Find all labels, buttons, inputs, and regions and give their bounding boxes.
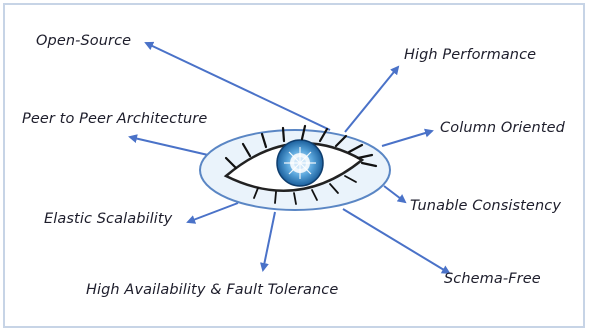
- arrow-high-availability: [260, 211, 276, 272]
- arrow-tunable-consistency: [383, 185, 407, 204]
- eye-icon: [199, 124, 391, 211]
- label-peer-to-peer: Peer to Peer Architecture: [22, 111, 208, 127]
- label-tunable-consistency: Tunable Consistency: [410, 198, 561, 214]
- label-open-source: Open-Source: [36, 33, 132, 49]
- label-high-performance: High Performance: [404, 47, 537, 63]
- arrow-elastic-scalability: [186, 202, 239, 224]
- arrow-schema-free: [342, 208, 451, 275]
- label-schema-free: Schema-Free: [444, 271, 541, 287]
- label-column-oriented: Column Oriented: [440, 120, 565, 136]
- label-high-availability: High Availability & Fault Tolerance: [86, 282, 339, 298]
- arrow-open-source: [144, 41, 331, 131]
- label-elastic-scalability: Elastic Scalability: [44, 211, 173, 227]
- arrow-column-oriented: [381, 128, 434, 147]
- arrow-peer-to-peer: [128, 134, 209, 156]
- arrows: [128, 41, 451, 275]
- arrow-high-performance: [344, 65, 400, 133]
